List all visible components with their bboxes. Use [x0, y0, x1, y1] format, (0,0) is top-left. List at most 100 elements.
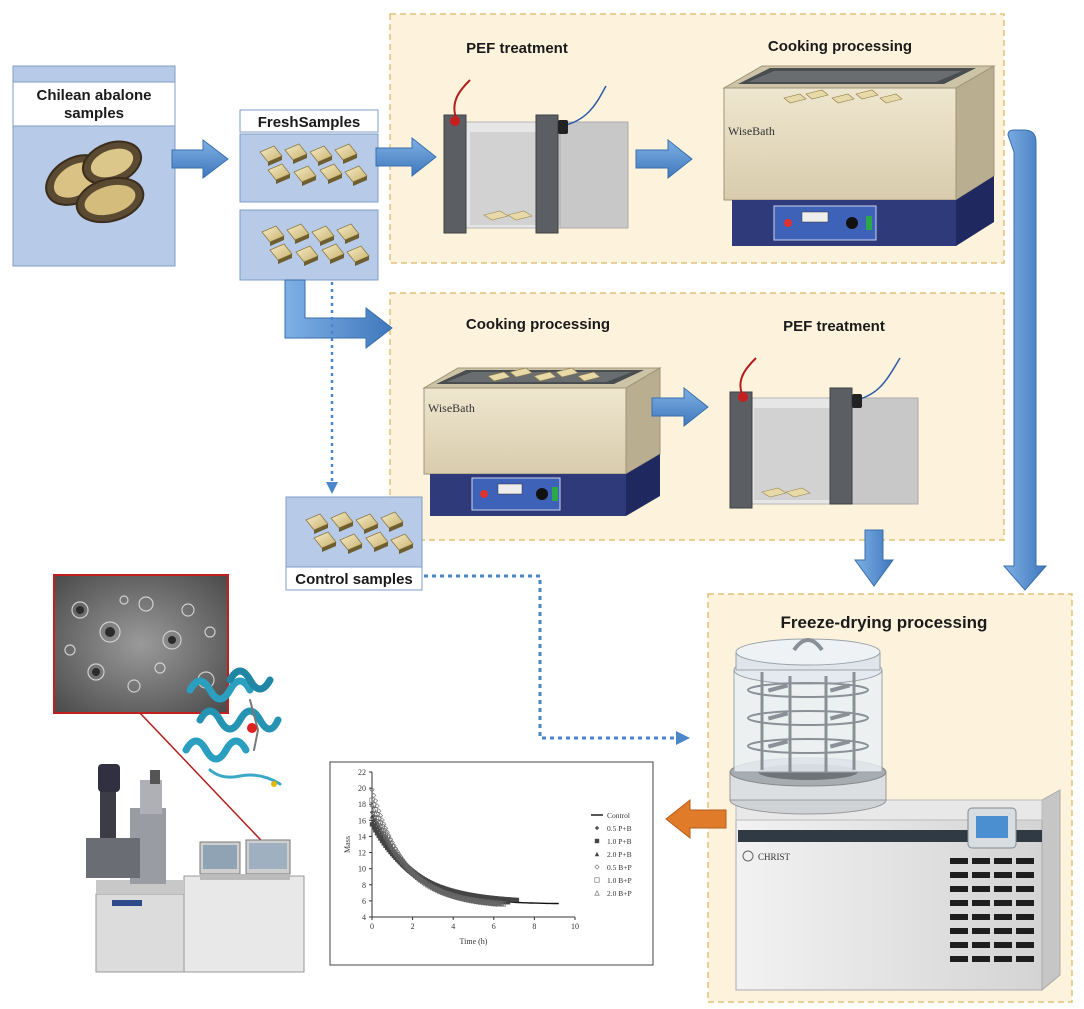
data-point [381, 837, 386, 842]
data-point [377, 822, 384, 828]
data-point [371, 825, 376, 830]
x-tick-label: 6 [492, 922, 496, 931]
data-point [465, 895, 471, 902]
dotted-arrow-head-control [326, 482, 338, 494]
mid-wisebath-label: WiseBath [428, 401, 475, 415]
legend-label: Control [607, 811, 630, 820]
data-point [391, 847, 397, 853]
data-point [371, 792, 377, 799]
x-axis-label: Time (h) [460, 937, 488, 946]
arrow-fresh-to-middle [284, 279, 393, 350]
top-bath-tiles [783, 89, 903, 104]
y-tick-label: 12 [358, 849, 366, 858]
protein-structure [182, 667, 282, 787]
legend-label: 2.0 P+B [607, 850, 632, 859]
data-point [399, 858, 406, 865]
top-cook-title: Cooking processing [768, 38, 912, 55]
data-point [370, 805, 377, 812]
data-point [392, 849, 399, 856]
legend-marker [594, 851, 600, 857]
mid-bath-tiles [487, 367, 601, 382]
x-tick-label: 8 [532, 922, 536, 931]
data-point [374, 824, 380, 830]
data-point [396, 854, 402, 860]
data-point [394, 852, 400, 858]
y-tick-label: 14 [358, 832, 366, 841]
data-point [403, 862, 409, 869]
y-tick-label: 16 [358, 816, 366, 825]
arrow-top-pef-to-cook [635, 138, 693, 180]
freeze-dryer-brand: CHRIST [758, 852, 791, 862]
data-point [376, 833, 381, 839]
top-pef-chamber [443, 79, 629, 234]
x-tick-label: 4 [451, 922, 455, 931]
y-tick-label: 20 [358, 784, 366, 793]
data-point [373, 821, 378, 826]
legend-marker [594, 864, 600, 870]
sem-callout-line [139, 712, 277, 857]
series-2-0-b-p [369, 801, 505, 906]
arrow-mid-to-freeze [854, 529, 894, 587]
legend-label: 0.5 B+P [607, 863, 632, 872]
data-point [369, 801, 375, 807]
data-point [372, 810, 379, 816]
y-tick-label: 6 [362, 897, 366, 906]
y-tick-label: 18 [358, 800, 366, 809]
legend-marker [594, 890, 600, 896]
abalone-label-line2: samples [64, 105, 124, 122]
data-point [499, 900, 505, 906]
data-point [381, 829, 387, 835]
arrow-top-to-freeze [1002, 129, 1048, 591]
abalone-sample-box: Chilean abalone samples [12, 65, 176, 267]
arrow-abalone-to-fresh [171, 138, 229, 180]
data-point [374, 830, 380, 836]
data-point [381, 828, 387, 834]
mid-pef-title: PEF treatment [783, 318, 885, 335]
arrow-mid-cook-to-pef [651, 386, 709, 428]
y-tick-label: 22 [358, 768, 366, 777]
data-point [376, 828, 381, 833]
data-point [384, 838, 390, 843]
abalone-shells-image [45, 140, 145, 224]
fresh-samples-label: FreshSamples [258, 114, 361, 131]
arrow-freeze-to-chart [665, 798, 727, 840]
data-point [401, 860, 407, 867]
sem-micrograph [53, 574, 229, 714]
data-point [500, 901, 506, 907]
data-point [386, 839, 392, 845]
data-point [382, 831, 388, 837]
legend-label: 1.0 B+P [607, 876, 632, 885]
top-wisebath-label: WiseBath [728, 124, 775, 138]
data-point [389, 844, 395, 851]
data-point [383, 843, 388, 848]
top-water-bath: WiseBath [722, 65, 996, 246]
arrow-fresh-to-top-pef [375, 136, 437, 178]
legend-marker [594, 825, 600, 831]
data-point [461, 894, 468, 901]
mid-cook-title: Cooking processing [466, 316, 610, 333]
legend-marker [594, 838, 600, 844]
y-tick-label: 8 [362, 881, 366, 890]
data-point [376, 818, 382, 824]
data-point [404, 864, 411, 870]
data-point [379, 824, 385, 830]
dotted-arrow-control-to-freeze [424, 574, 676, 740]
data-point [463, 895, 470, 901]
legend-marker [594, 877, 600, 883]
data-point [387, 841, 394, 848]
data-point [371, 817, 376, 823]
x-tick-label: 2 [411, 922, 415, 931]
freeze-dryer-vents [950, 858, 1034, 962]
freeze-dryer-machine: CHRIST [729, 638, 1061, 992]
x-tick-label: 0 [370, 922, 374, 931]
data-point [377, 820, 383, 826]
y-tick-label: 4 [362, 913, 366, 922]
data-point [514, 897, 520, 903]
data-point [379, 826, 385, 832]
data-point [506, 900, 511, 905]
freeze-title: Freeze-drying processing [781, 613, 988, 632]
